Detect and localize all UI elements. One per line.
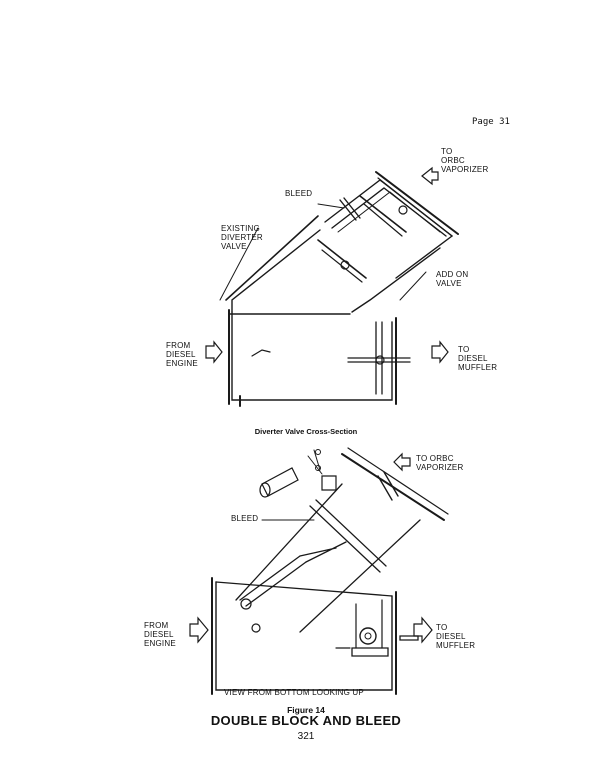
label-existing-diverter-valve: EXISTING DIVERTER VALVE [221,224,263,251]
label-bleed-top: BLEED [285,189,313,198]
label-to-diesel-muffler-top: TO DIESEL MUFFLER [458,345,498,372]
label-view-from-bottom: VIEW FROM BOTTOM LOOKING UP [224,688,364,697]
label-from-diesel-engine-bottom: FROM DIESEL ENGINE [144,621,176,648]
label-to-orbc-vaporizer-bottom: TO ORBC VAPORIZER [416,454,464,472]
label-bleed-bottom: BLEED [231,514,259,523]
top-diverter-cross-section [205,166,459,407]
label-to-orbc-vaporizer-top: TO ORBC VAPORIZER [441,147,489,174]
page-header: Page 31 [472,117,510,127]
figure-label: Figure 14 [287,705,325,715]
label-add-on-valve: ADD ON VALVE [436,270,469,288]
label-from-diesel-engine-top: FROM DIESEL ENGINE [166,341,198,368]
top-diagram-caption: Diverter Valve Cross-Section [254,427,358,436]
label-to-diesel-muffler-bottom: TO DIESEL MUFFLER [436,623,476,650]
bottom-view-drawing [189,447,449,695]
page-footer: 321 [297,731,315,742]
figure-title: DOUBLE BLOCK AND BLEED [210,713,402,728]
